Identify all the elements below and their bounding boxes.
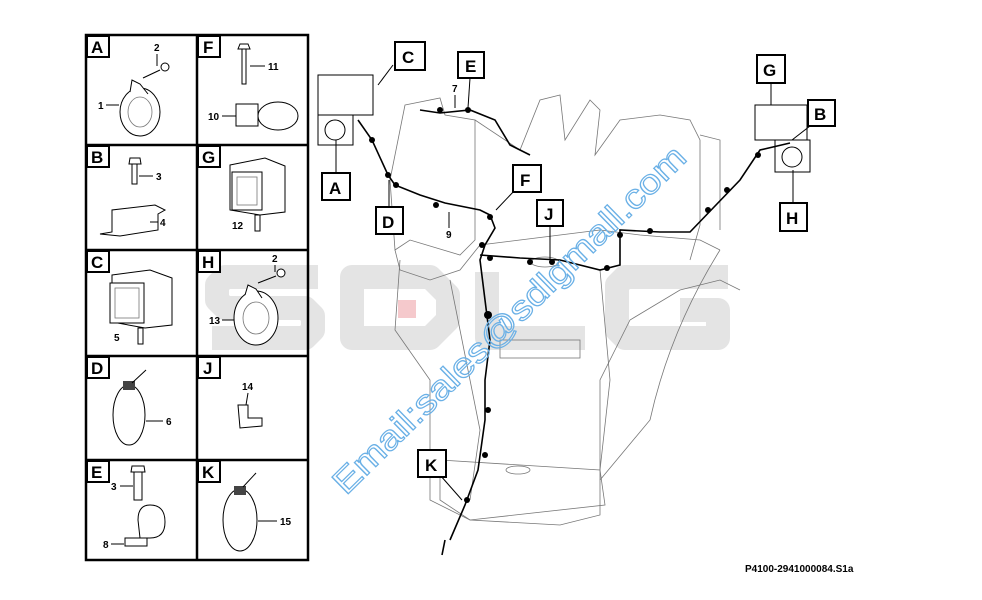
right-lamp-horn-unit	[754, 104, 811, 173]
cell-letter: D	[91, 359, 103, 378]
cell-letter: H	[202, 253, 214, 272]
part-number: 14	[242, 382, 254, 393]
part-number: 8	[103, 540, 109, 551]
part-number: 6	[166, 417, 172, 428]
left-lamp-horn-unit	[317, 74, 374, 146]
cell-e-clip[interactable]: E 3 8	[86, 460, 166, 551]
callout-k[interactable]	[417, 449, 447, 478]
part-number: 3	[156, 172, 162, 183]
drawing-id: P4100-2941000084.S1a	[745, 564, 854, 575]
cell-letter: F	[203, 38, 213, 57]
callout-j[interactable]	[536, 199, 564, 227]
cell-b-bracket[interactable]: B 3 4	[86, 145, 167, 237]
cell-letter: E	[91, 463, 102, 482]
callout-a[interactable]	[321, 172, 351, 201]
callout-d-label: D	[382, 213, 394, 232]
cell-f-clamp[interactable]: F 11 10	[197, 35, 299, 131]
cell-a-horn[interactable]: A 2 1	[86, 35, 170, 137]
wiring-harness	[357, 107, 791, 556]
part-number: 10	[208, 112, 220, 123]
cell-d-strap[interactable]: D 6	[86, 356, 172, 446]
cell-letter: K	[202, 463, 215, 482]
callouts: C E G B A D F J H K 7 9	[321, 41, 836, 501]
callout-j-label: J	[544, 205, 553, 224]
callout-c-label: C	[402, 48, 414, 67]
callout-d[interactable]	[375, 206, 404, 235]
callout-h-label: H	[786, 209, 798, 228]
cell-c-lamp[interactable]: C 5	[86, 250, 173, 345]
part-number: 5	[114, 333, 120, 344]
cell-letter: G	[202, 148, 215, 167]
part-number: 1	[98, 101, 104, 112]
item-number-7: 7	[452, 84, 458, 95]
callout-f[interactable]	[512, 164, 542, 193]
callout-f-label: F	[520, 171, 530, 190]
part-number: 13	[209, 316, 221, 327]
part-number: 15	[280, 517, 292, 528]
callout-g-label: G	[763, 61, 776, 80]
cell-j-elbow[interactable]: J 14	[197, 356, 263, 429]
callout-c[interactable]	[394, 41, 426, 71]
part-number: 4	[160, 218, 166, 229]
cell-letter: C	[91, 253, 103, 272]
cell-letter: J	[203, 359, 212, 378]
email-watermark: Email:sales@sdlgmall.com	[325, 138, 694, 502]
cell-letter: B	[91, 148, 103, 167]
cell-h-horn[interactable]: H 2 13	[197, 250, 286, 346]
callout-e-label: E	[465, 57, 476, 76]
cell-letter: A	[91, 38, 103, 57]
callout-h[interactable]	[779, 202, 808, 232]
callout-g[interactable]	[756, 54, 786, 84]
callout-a-label: A	[329, 179, 341, 198]
part-number: 2	[272, 254, 278, 265]
part-number: 11	[268, 62, 279, 73]
brand-watermark-logo	[205, 265, 730, 350]
callout-b-label: B	[814, 105, 826, 124]
item-number-9: 9	[446, 230, 452, 241]
callout-k-label: K	[425, 456, 438, 475]
part-number: 3	[111, 482, 117, 493]
cell-g-lamp[interactable]: G 12	[197, 145, 286, 232]
part-number: 12	[232, 221, 244, 232]
cell-k-strap[interactable]: K 15	[197, 460, 292, 552]
callout-b[interactable]	[807, 99, 836, 127]
callout-e[interactable]	[457, 51, 485, 79]
part-number: 2	[154, 43, 160, 54]
